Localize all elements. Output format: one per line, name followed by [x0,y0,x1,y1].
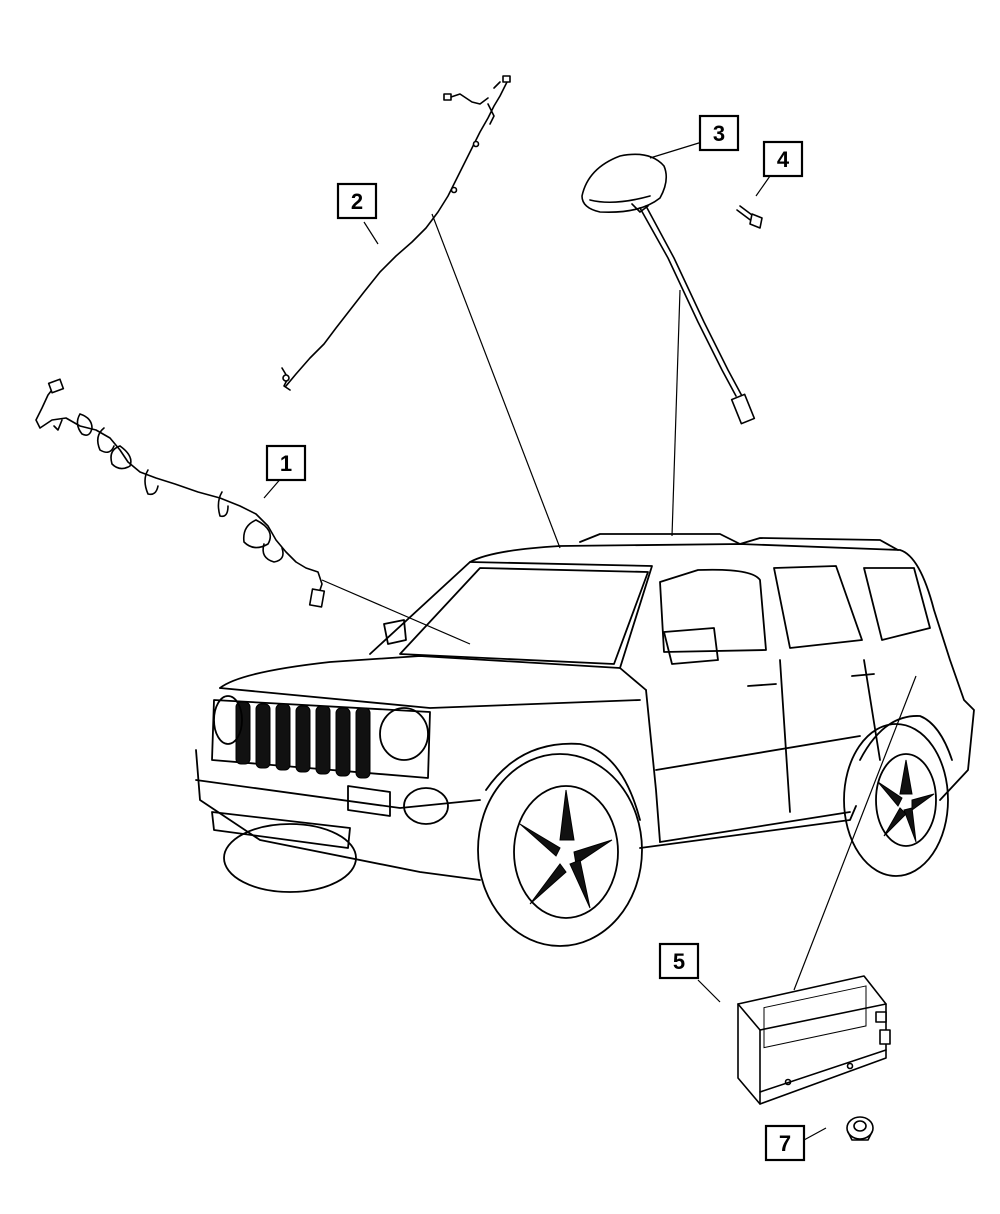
callout-3: 3 [698,114,740,152]
part-7-nut [846,1116,874,1141]
leader-lines [263,141,917,1141]
callout-7: 7 [764,1124,806,1162]
part-4-screw [736,205,763,229]
part-1-wire-harness [35,378,326,608]
callout-3-label: 3 [713,121,725,146]
part-2-antenna-cable [281,75,511,391]
callout-1-label: 1 [280,451,292,476]
callout-4: 4 [762,140,804,178]
part-5-module [737,975,891,1105]
callout-2-label: 2 [351,189,363,214]
grille-slots [235,701,371,779]
callout-2: 2 [336,182,378,220]
callout-1: 1 [265,444,307,482]
callout-5: 5 [658,942,700,980]
part-3-roof-antenna [581,153,756,425]
callout-5-label: 5 [673,949,685,974]
callout-7-label: 7 [779,1131,791,1156]
vehicle-outline [195,533,975,947]
rear-wheel-spokes [877,759,935,843]
callout-4-label: 4 [777,147,790,172]
front-wheel-spokes [519,789,613,909]
